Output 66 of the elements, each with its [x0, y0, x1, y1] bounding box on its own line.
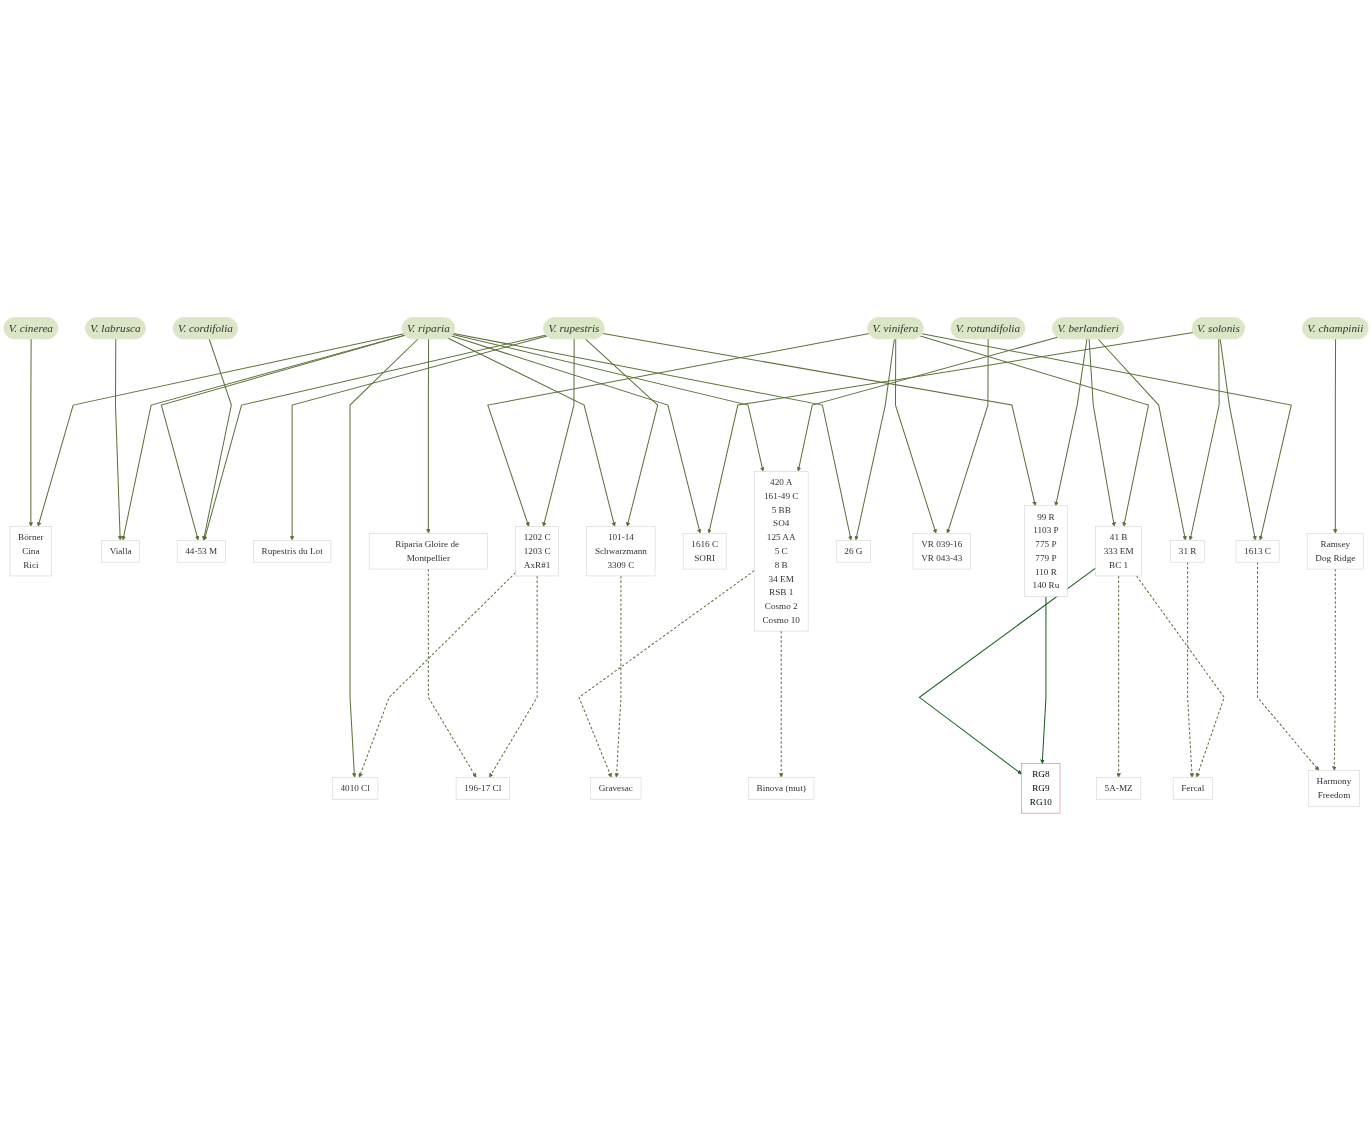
arrow: [427, 568, 477, 778]
arrow: [918, 567, 1097, 775]
arrow: [451, 335, 702, 534]
node-box: 1202 C 1203 C AxR#1: [515, 526, 559, 577]
arrow: [854, 338, 895, 541]
arrow: [614, 575, 622, 778]
arrow: [487, 333, 870, 527]
node-box: 1613 C: [1235, 540, 1280, 563]
arrow: [37, 333, 405, 527]
arrow: [452, 332, 853, 541]
arrow: [946, 338, 989, 534]
arrow: [115, 338, 123, 541]
node-box: Harmony Freedom: [1308, 770, 1360, 807]
arrow: [585, 338, 659, 527]
node-box: 101-14 Schwarzmann 3309 C: [586, 526, 656, 577]
node-box: 99 R 1103 P 775 P 779 P 110 R 140 Ru: [1024, 505, 1068, 597]
arrow: [1219, 338, 1257, 541]
node-box: 1616 C SORI: [682, 533, 727, 570]
node-box: VR 039-16 VR 043-43: [912, 533, 971, 570]
arrow: [452, 333, 765, 472]
arrow: [542, 338, 575, 527]
arrow: [919, 335, 1150, 527]
node-box: Riparia Gloire de Montpellier: [368, 533, 488, 570]
arrow: [1187, 561, 1195, 778]
node-box: 44-53 M: [176, 540, 226, 563]
node-box: Vialla: [101, 540, 140, 563]
arrow: [1088, 338, 1116, 527]
node-box: 196-17 Cl: [455, 777, 510, 800]
arrow: [1040, 596, 1047, 764]
node-box: Gravesac: [590, 777, 642, 800]
arrow: [1257, 561, 1320, 771]
node-box: Ramsey Dog Ridge: [1306, 533, 1364, 570]
arrow: [489, 575, 538, 778]
arrow: [28, 338, 34, 527]
arrow: [1136, 575, 1225, 778]
arrow: [202, 338, 232, 541]
arrow: [358, 572, 517, 778]
node-box: 5A-MZ: [1096, 777, 1142, 800]
arrow: [1097, 338, 1187, 541]
arrow: [602, 333, 1037, 506]
arrow: [778, 630, 784, 778]
node-box: Fercal: [1172, 777, 1213, 800]
arrow: [1054, 338, 1088, 506]
node-box: 31 R: [1170, 540, 1205, 563]
arrow: [1333, 338, 1338, 534]
node-box: 4010 Cl: [332, 777, 379, 800]
node-box: Binova (mut): [748, 777, 815, 800]
arrow: [796, 336, 1058, 472]
arrow: [349, 338, 419, 778]
node-box: Börner Cina Rici: [9, 526, 53, 577]
arrow: [921, 333, 1292, 541]
arrow: [894, 338, 937, 534]
arrow: [1188, 338, 1220, 541]
arrow: [203, 334, 547, 541]
node-box: 26 G: [835, 540, 871, 563]
node-box: 420 A 161-49 C 5 BB SO4 125 AA 5 C 8 B 34 EM RSB 1 Cosmo 2 Cosmo 10: [754, 471, 809, 632]
arrow: [707, 332, 1194, 534]
node-box: 41 B 333 EM BC 1: [1095, 526, 1142, 577]
node-box: RG8 RG9 RG10: [1021, 763, 1061, 814]
arrow: [289, 335, 548, 541]
node-box: Rupestris du Lot: [253, 540, 332, 563]
arrow: [1332, 568, 1337, 771]
arrow: [447, 337, 616, 527]
arrow: [426, 338, 431, 534]
arrow: [1116, 575, 1121, 778]
arrow: [578, 570, 755, 778]
